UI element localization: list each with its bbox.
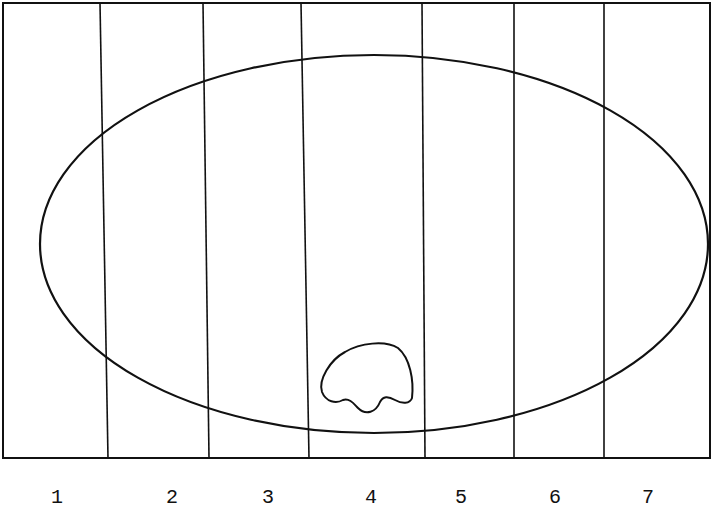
frame xyxy=(3,3,710,458)
division-line xyxy=(203,3,209,458)
strip-number: 3 xyxy=(262,488,274,508)
strip-number: 4 xyxy=(365,488,377,508)
inner-blob xyxy=(321,343,412,412)
strip-number: 1 xyxy=(51,488,63,508)
division-lines xyxy=(100,3,604,458)
division-line xyxy=(100,3,108,458)
division-line xyxy=(603,3,605,458)
strip-number: 5 xyxy=(455,488,467,508)
strip-number: 7 xyxy=(642,488,654,508)
division-line xyxy=(301,3,309,458)
strip-number: 2 xyxy=(166,488,178,508)
division-line xyxy=(422,3,425,458)
strip-number: 6 xyxy=(549,488,561,508)
body-outline xyxy=(40,55,708,433)
